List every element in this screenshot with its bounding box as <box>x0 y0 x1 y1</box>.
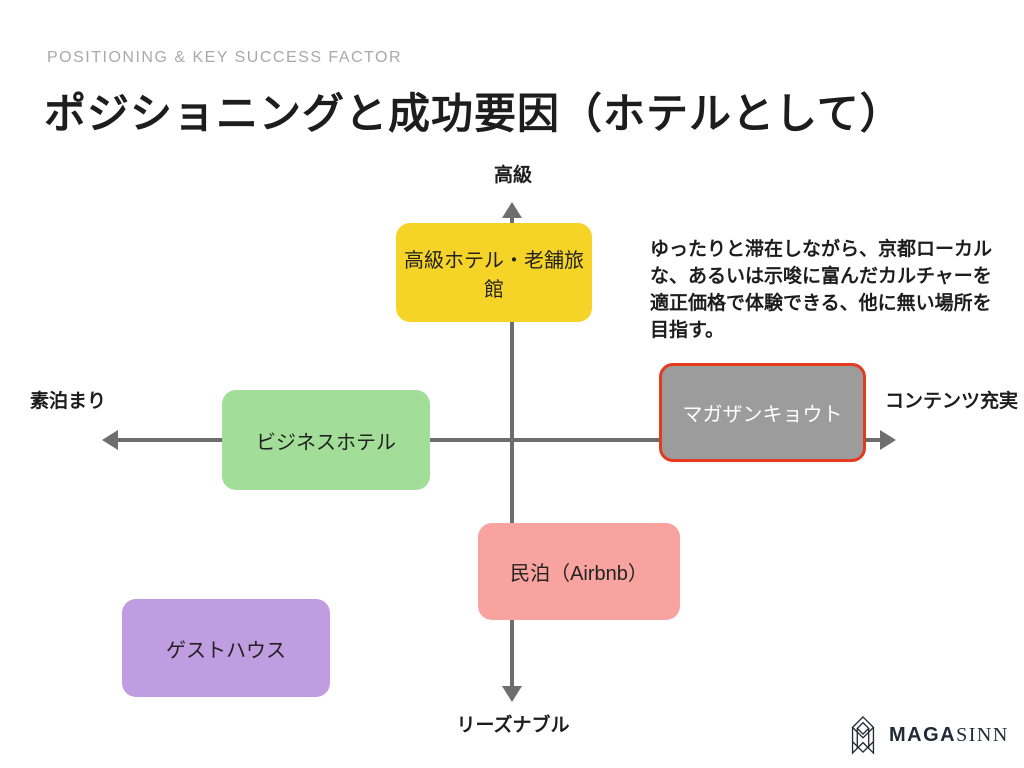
box-minpaku-airbnb: 民泊（Airbnb） <box>478 523 680 620</box>
magasinn-logo-icon <box>844 715 882 755</box>
arrow-up-icon <box>502 202 522 218</box>
horizontal-axis-line <box>110 438 890 442</box>
axis-label-left: 素泊まり <box>30 391 107 412</box>
magasinn-logo-text: MAGASINN <box>889 724 1009 747</box>
box-business-hotel: ビジネスホテル <box>222 390 430 490</box>
eyebrow-label: POSITIONING & KEY SUCCESS FACTOR <box>47 49 403 66</box>
brand-logo: MAGASINN <box>844 715 1009 755</box>
key-success-annotation: ゆったりと滞在しながら、京都ローカルな、あるいは示唆に富んだカルチャーを適正価格… <box>650 239 993 341</box>
logo-text-light: SINN <box>956 723 1009 746</box>
axis-label-top: 高級 <box>493 165 532 186</box>
box-magasinn-kyoto: マガザンキョウト <box>659 363 866 462</box>
box-luxury-hotel: 高級ホテル・老舗旅館 <box>396 223 592 322</box>
arrow-left-icon <box>102 430 118 450</box>
page-title: ポジショニングと成功要因（ホテルとして） <box>44 90 903 137</box>
arrow-down-icon <box>502 686 522 702</box>
logo-text-bold: MAGA <box>889 723 957 746</box>
vertical-axis-line <box>510 214 514 690</box>
box-guesthouse: ゲストハウス <box>122 599 330 697</box>
arrow-right-icon <box>880 430 896 450</box>
axis-label-bottom: リーズナブル <box>456 715 570 736</box>
axis-label-right: コンテンツ充実 <box>884 391 1018 412</box>
